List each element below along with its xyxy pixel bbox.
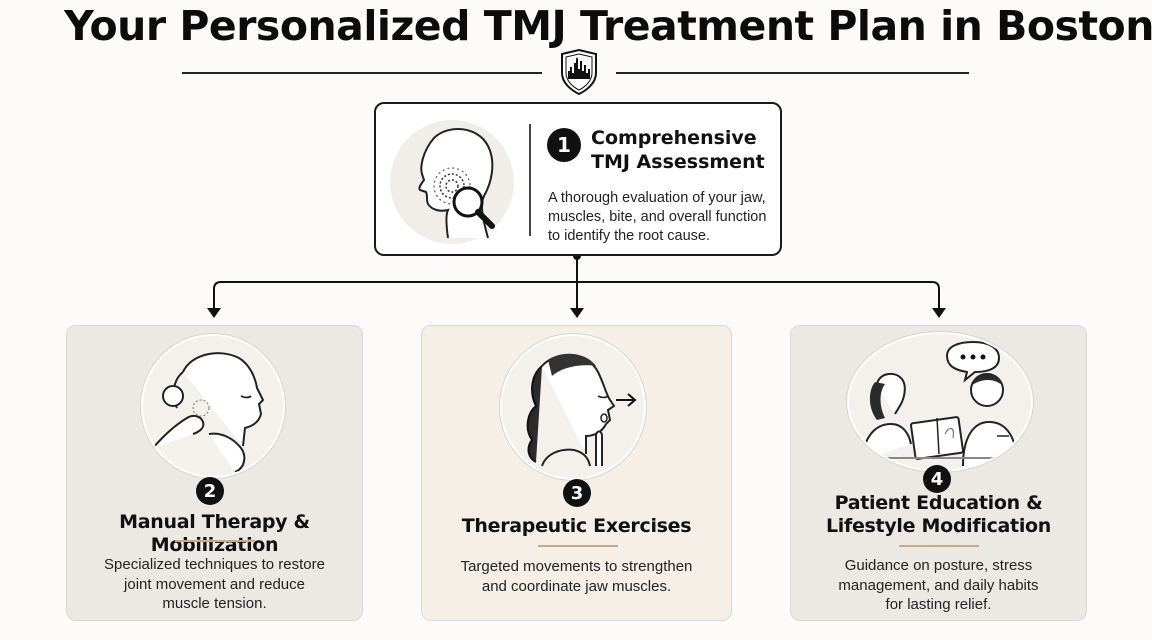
step-3-description: Targeted movements to strengthen and coo… (460, 558, 693, 595)
step-4-number: 4 (923, 465, 951, 493)
step-4-description: Guidance on posture, stress management, … (838, 557, 1039, 613)
step-4-card: 4 Patient Education & Lifestyle Modifica… (790, 325, 1087, 621)
step-2-accent-rule (175, 540, 255, 542)
head-magnifier-icon (390, 120, 514, 244)
step-3-card: 3 Therapeutic Exercises Targeted movemen… (421, 325, 732, 621)
step-1-description: A thorough evaluation of your jaw, muscl… (548, 190, 767, 244)
step-1-number: 1 (547, 128, 581, 162)
step-1-card: 1 Comprehensive TMJ Assessment A thoroug… (374, 102, 782, 256)
patient-consultation-icon (847, 332, 1033, 472)
step-2-number: 2 (196, 477, 224, 505)
step-3-accent-rule (538, 545, 618, 547)
step-2-title: Manual Therapy & Mobilization (119, 511, 310, 556)
step-4-accent-rule (899, 545, 979, 547)
step-3-number: 3 (563, 479, 591, 507)
step-4-title: Patient Education & Lifestyle Modificati… (825, 492, 1052, 537)
jaw-massage-icon (141, 334, 285, 478)
page-title: Your Personalized TMJ Treatment Plan in … (64, 2, 1152, 50)
title-divider-right (616, 72, 969, 74)
step-2-card: 2 Manual Therapy & Mobilization Speciali… (66, 325, 363, 621)
step-1-divider (529, 124, 531, 236)
title-divider-left (182, 72, 542, 74)
step-1-title: Comprehensive TMJ Assessment (591, 127, 765, 173)
step-3-title: Therapeutic Exercises (461, 515, 692, 537)
boston-skyline-shield-icon (561, 49, 597, 95)
step-2-description: Specialized techniques to restore joint … (104, 556, 325, 612)
jaw-exercise-icon (500, 334, 646, 480)
